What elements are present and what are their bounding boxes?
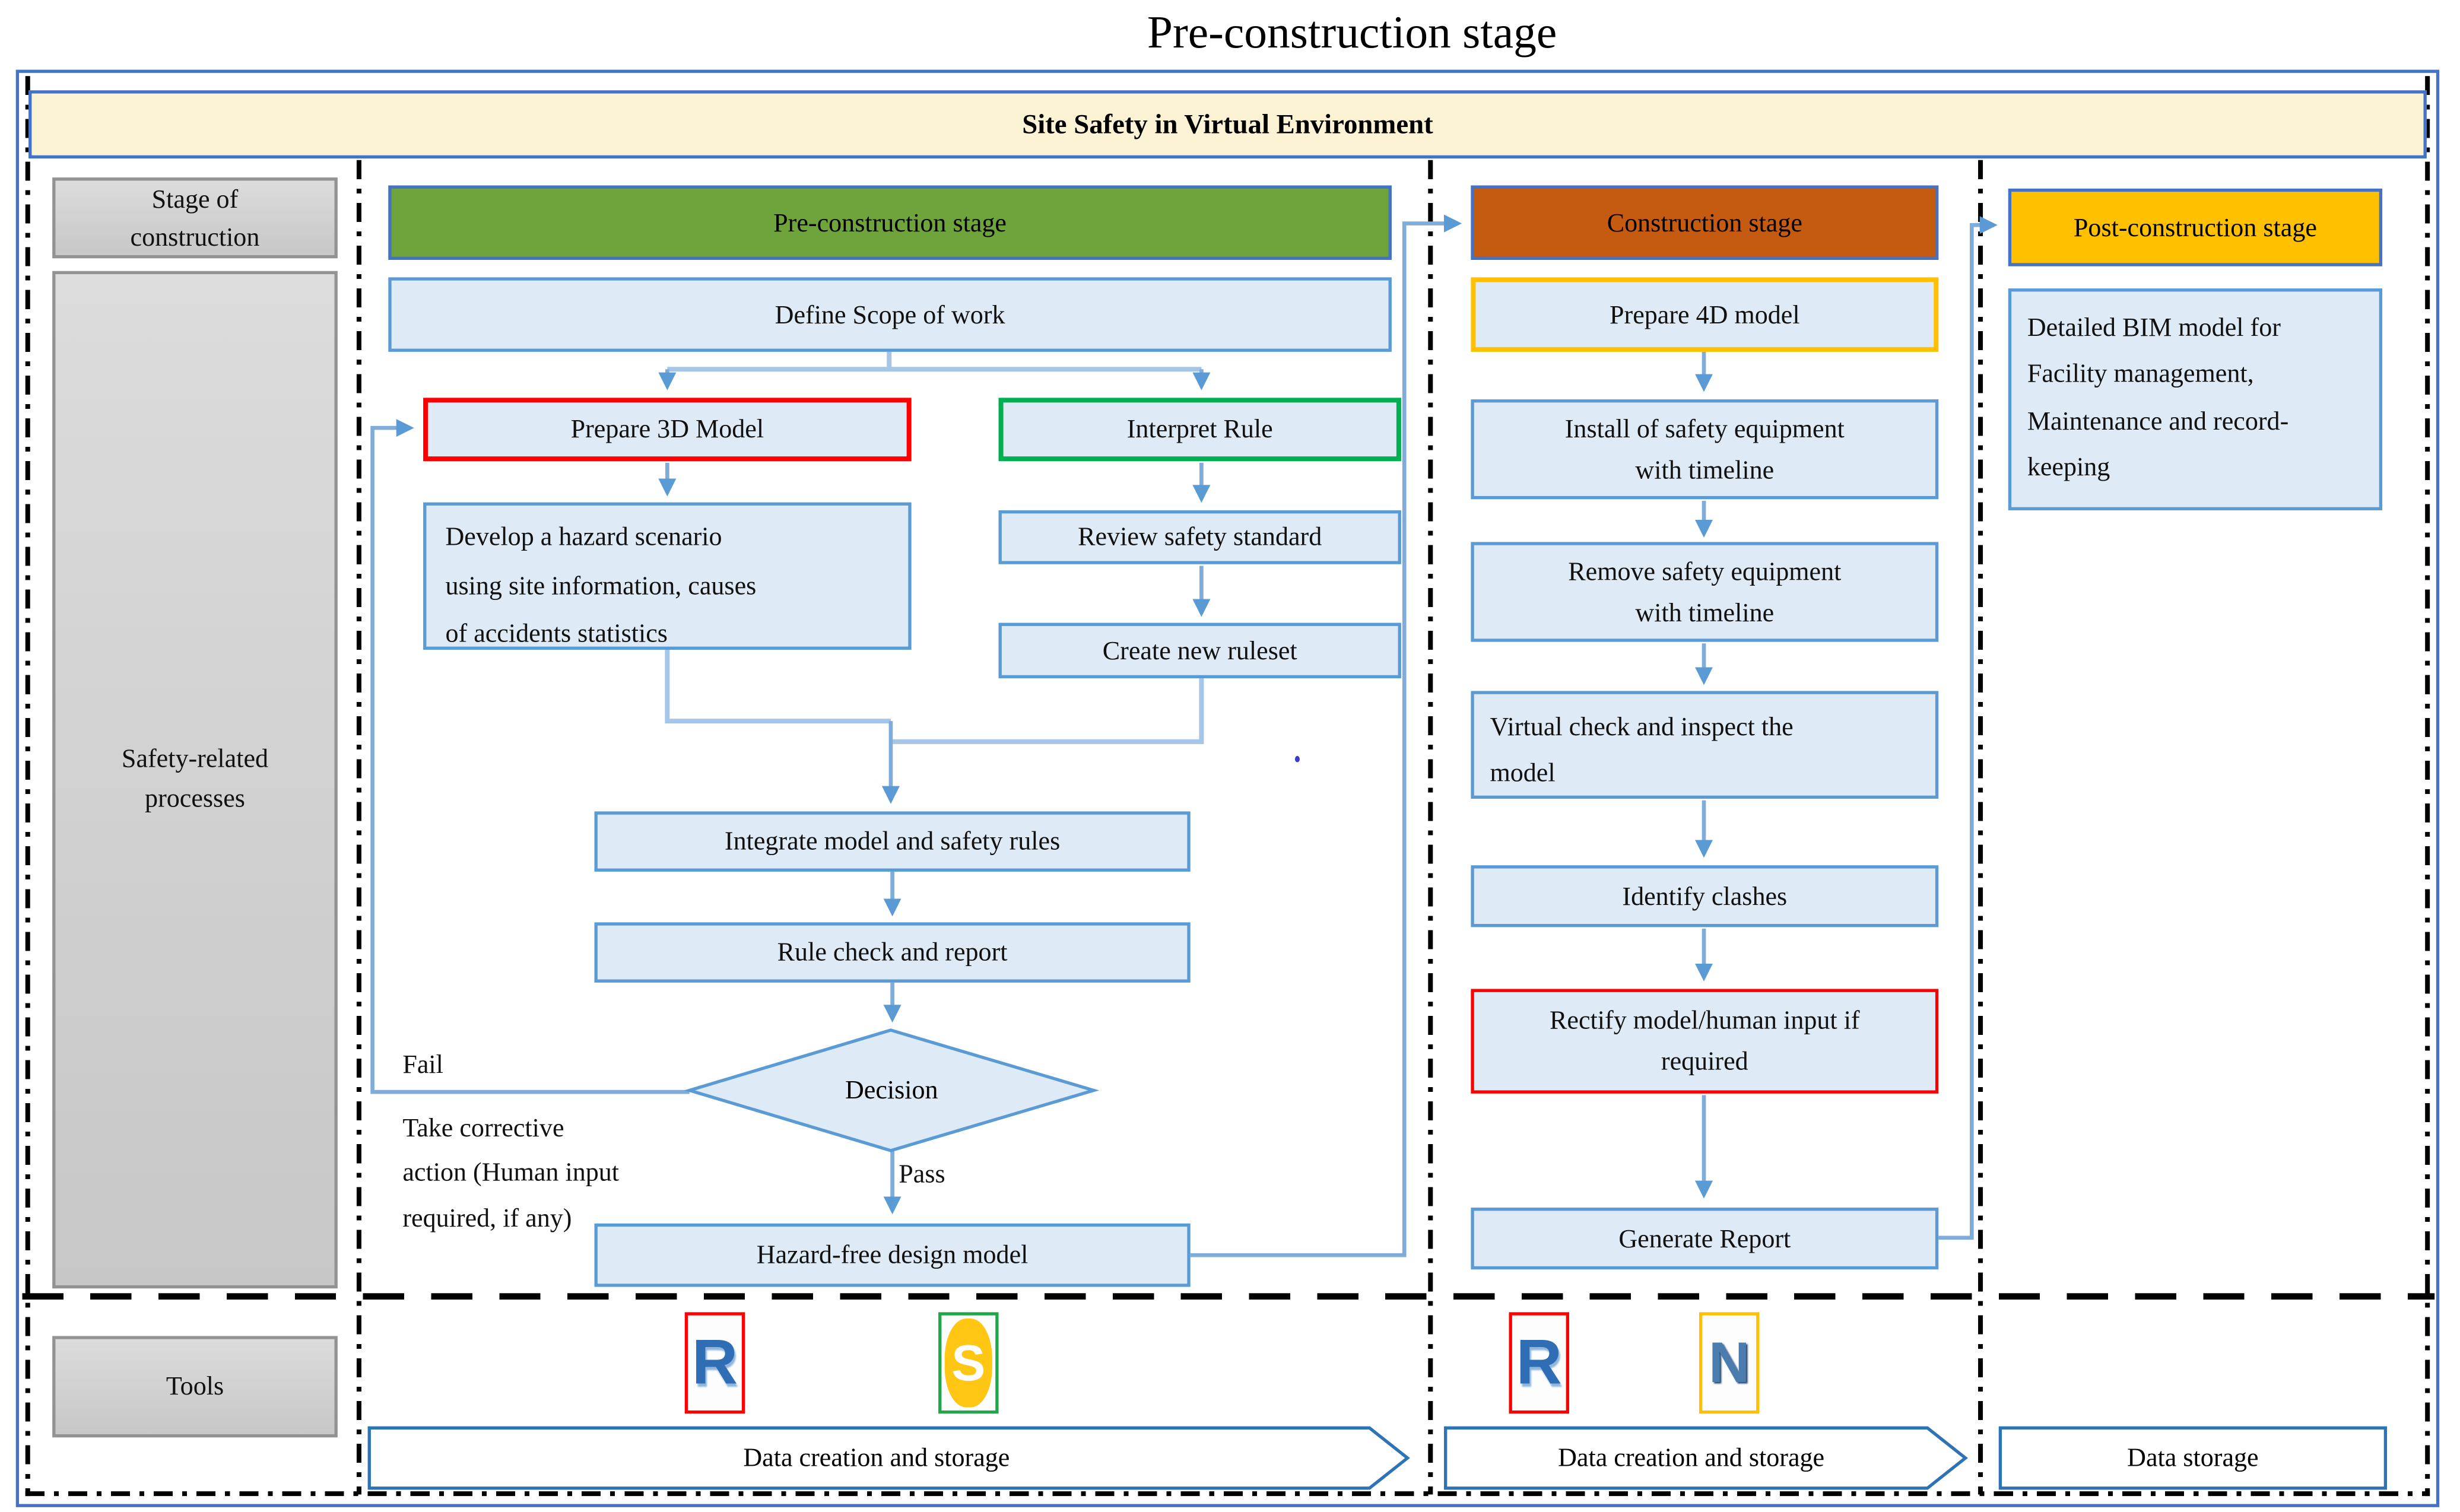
- review-standard-box: Review safety standard: [998, 510, 1401, 564]
- divider-labels-pre: [356, 160, 361, 1495]
- banner-post-shape: [1998, 1426, 2388, 1490]
- revit-icon-2: R: [1509, 1312, 1569, 1414]
- divider-processes-tools: [22, 1293, 2435, 1300]
- hazard-scenario-box: Develop a hazard scenario using site inf…: [423, 502, 912, 650]
- prepare-4d-box: Prepare 4D model: [1471, 277, 1939, 352]
- row-label-tools: Tools: [52, 1336, 338, 1438]
- virtual-check-box: Virtual check and inspect the model: [1471, 691, 1939, 799]
- outer-dashdot-left: [25, 76, 30, 1497]
- install-equipment-box: Install of safety equipment with timelin…: [1471, 399, 1939, 500]
- divider-construction-post: [1978, 160, 1983, 1495]
- revit-letter: R: [1516, 1327, 1562, 1397]
- banner-pre-shape: [367, 1426, 1410, 1490]
- prepare-3d-box: Prepare 3D Model: [423, 398, 912, 462]
- navisworks-icon: N: [1699, 1312, 1760, 1414]
- banner-pre-label: Data creation and storage: [743, 1442, 1010, 1473]
- decision-label: Decision: [845, 1074, 938, 1105]
- row-label-processes: Safety-related processes: [52, 271, 338, 1289]
- integrate-box: Integrate model and safety rules: [594, 811, 1191, 872]
- pre-stage-header: Pre-construction stage: [388, 185, 1392, 260]
- bim-model-box: Detailed BIM model for Facility manageme…: [2008, 288, 2383, 510]
- solibri-letter: S: [944, 1319, 992, 1408]
- banner-construction-label: Data creation and storage: [1558, 1442, 1825, 1473]
- row-label-stage: Stage of construction: [52, 177, 338, 259]
- navisworks-letter: N: [1709, 1329, 1750, 1395]
- rectify-box: Rectify model/human input if required: [1471, 989, 1939, 1094]
- banner-construction-shape: [1444, 1426, 1968, 1490]
- post-stage-header: Post-construction stage: [2008, 188, 2383, 266]
- create-ruleset-box: Create new ruleset: [998, 622, 1401, 679]
- outer-border: [15, 69, 2440, 1507]
- decision-diamond: [684, 1028, 1100, 1152]
- generate-report-box: Generate Report: [1471, 1208, 1939, 1270]
- page-title: Pre-construction stage: [1147, 7, 1557, 58]
- identify-clashes-box: Identify clashes: [1471, 865, 1939, 927]
- construction-stage-header: Construction stage: [1471, 185, 1939, 260]
- revit-letter: R: [691, 1327, 738, 1397]
- outer-dashdot-bottom: [25, 1491, 2430, 1497]
- fail-note: Take corrective action (Human input requ…: [402, 1112, 620, 1233]
- define-scope-box: Define Scope of work: [388, 277, 1392, 352]
- interpret-rule-box: Interpret Rule: [998, 398, 1401, 462]
- pass-label: Pass: [899, 1158, 945, 1189]
- rule-check-box: Rule check and report: [594, 922, 1191, 983]
- remove-equipment-box: Remove safety equipment with timeline: [1471, 542, 1939, 642]
- hazard-free-box: Hazard-free design model: [594, 1223, 1191, 1287]
- header-bar: Site Safety in Virtual Environment: [28, 90, 2427, 159]
- revit-icon: R: [684, 1312, 745, 1414]
- stray-dot: [1294, 755, 1300, 763]
- divider-pre-construction: [1428, 160, 1433, 1495]
- solibri-icon: S: [938, 1312, 999, 1414]
- banner-post-label: Data storage: [2127, 1442, 2259, 1473]
- fail-label: Fail: [402, 1049, 443, 1079]
- outer-dashdot-right: [2425, 76, 2430, 1497]
